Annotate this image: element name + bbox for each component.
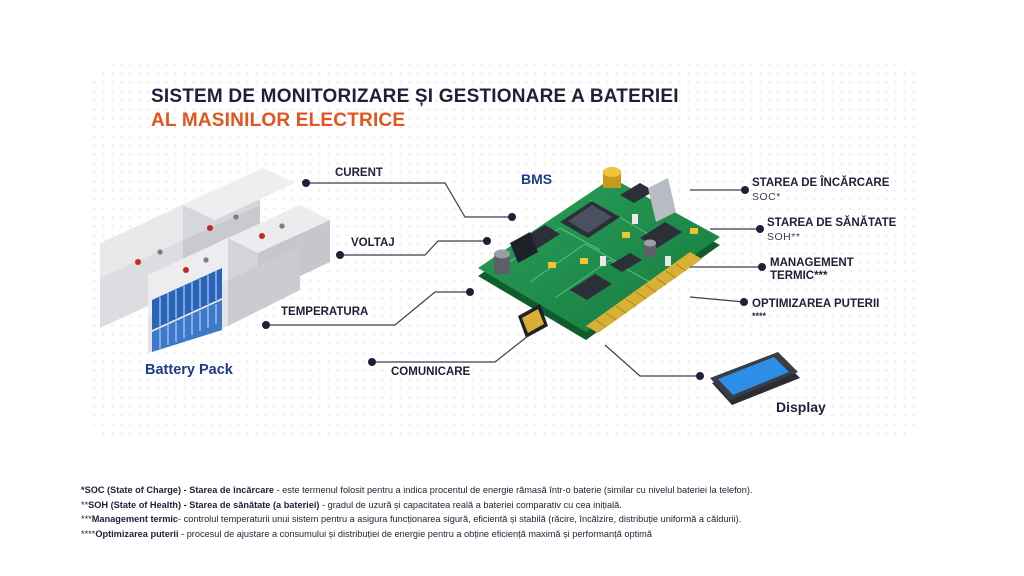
connector-dots: [262, 179, 766, 380]
title-line-2: AL MASINILOR ELECTRICE: [151, 110, 406, 131]
label-comunicare: COMUNICARE: [391, 366, 471, 378]
label-curent: CURENT: [335, 167, 383, 179]
bms-board-illustration: [478, 167, 720, 340]
footnote-soh-term: SOH (State of Health) - Starea de sănăta…: [88, 499, 320, 510]
label-power-2: ****: [752, 311, 767, 321]
connector-lines: [266, 182, 762, 377]
label-thermal-1: MANAGEMENT: [770, 257, 854, 269]
footnote-power: ****Optimizarea puterii - procesul de aj…: [81, 527, 753, 542]
battery-pack-illustration: [100, 168, 330, 353]
label-soh-title: STAREA DE SĂNĂTATE: [767, 217, 897, 229]
label-power-1: OPTIMIZAREA PUTERII: [752, 298, 880, 310]
footnote-thermal-prefix: ***: [81, 514, 92, 525]
footnote-power-prefix: ****: [81, 528, 96, 539]
footnote-soc-term: SOC (State of Charge) - Starea de încărc…: [84, 485, 275, 495]
footnote-soh-prefix: **: [81, 499, 89, 510]
battery-pack-label: Battery Pack: [145, 362, 233, 378]
label-temperatura: TEMPERATURA: [281, 306, 369, 318]
footnote-thermal: ***Management termic- controlul temperat…: [81, 512, 753, 527]
title-line-1: SISTEM DE MONITORIZARE ȘI GESTIONARE A B…: [151, 86, 679, 107]
footnote-thermal-term: Management termic: [91, 514, 179, 525]
footnote-soh: **SOH (State of Health) - Starea de sănă…: [81, 498, 753, 513]
display-illustration: [710, 352, 800, 405]
footnote-soc-text: - este termenul folosit pentru a indica …: [274, 485, 753, 495]
footnote-thermal-text: - controlul temperaturii unui sistem pen…: [178, 514, 742, 525]
footnote-soc-prefix: *: [81, 485, 85, 495]
footnote-power-term: Optimizarea puterii: [95, 528, 179, 539]
label-voltaj: VOLTAJ: [351, 237, 395, 249]
footnotes: *SOC (State of Charge) - Starea de încăr…: [81, 483, 753, 541]
footnote-soh-text: - gradul de uzură și capacitatea reală a…: [319, 499, 622, 510]
footnote-soc: *SOC (State of Charge) - Starea de încăr…: [81, 483, 753, 498]
label-thermal-2: TERMIC***: [770, 270, 828, 282]
label-soh-abbr: SOH**: [767, 231, 801, 243]
label-soc-title: STAREA DE ÎNCĂRCARE: [752, 177, 890, 189]
display-label: Display: [776, 399, 826, 415]
bms-label: BMS: [521, 171, 553, 187]
footnote-power-text: - procesul de ajustare a consumului și d…: [178, 528, 652, 539]
label-soc-abbr: SOC*: [752, 191, 781, 203]
